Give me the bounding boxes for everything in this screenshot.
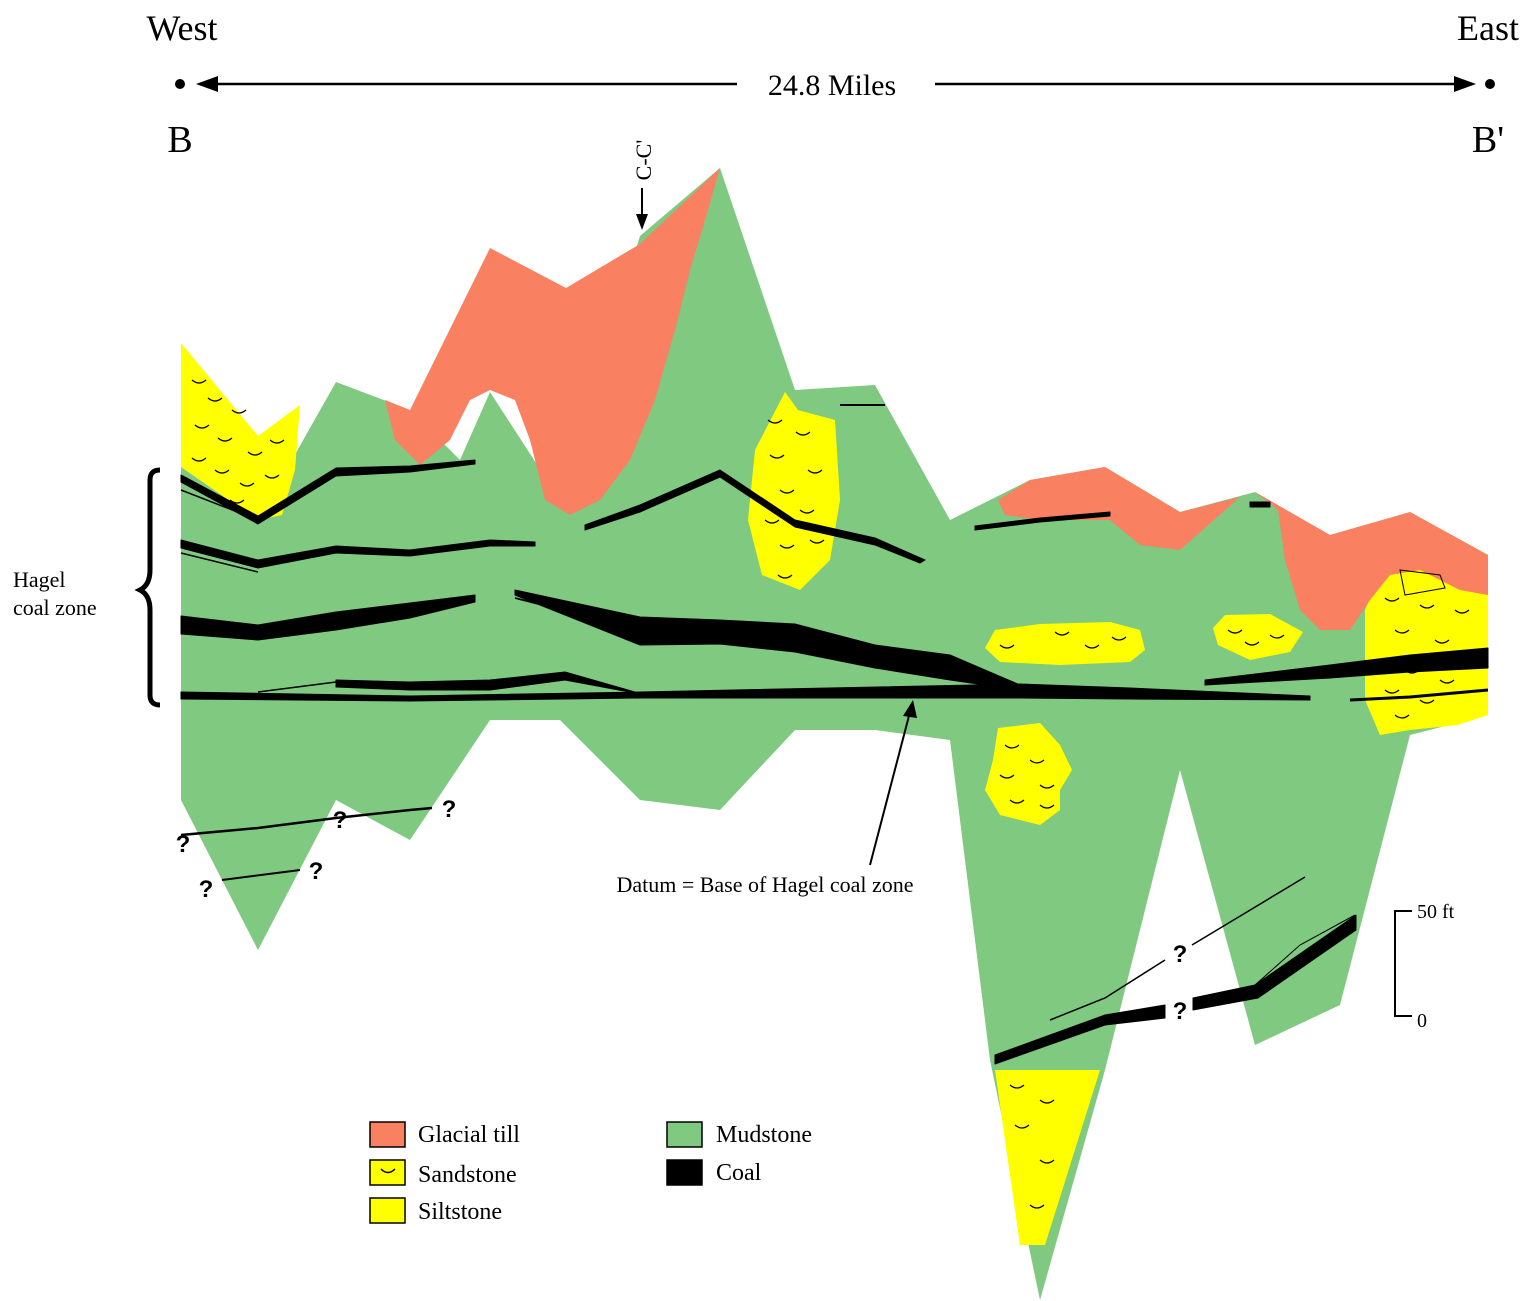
- legend-item-glacial-till: Glacial till: [369, 1121, 520, 1148]
- east-label: East: [1457, 8, 1519, 48]
- vertical-scale-bar: [1394, 910, 1412, 1017]
- legend-item-coal: Coal: [666, 1159, 762, 1186]
- coal-zone-brace: [134, 467, 161, 708]
- glacial-till-center: [385, 168, 720, 515]
- point-b-prime-label: B': [1472, 119, 1504, 161]
- crossline-arrow: [636, 188, 648, 230]
- mudstone-body: [181, 168, 1488, 1300]
- uncertain-contact-marks: ? ? ? ? ? ? ?: [176, 796, 1188, 1025]
- scale-label-top: 50 ft: [1417, 901, 1455, 923]
- glacial-till-east-2: [1255, 492, 1488, 630]
- legend-item-sandstone: Sandstone: [369, 1159, 517, 1188]
- siltstone-lens-east-1: [985, 622, 1145, 665]
- question-mark: ?: [309, 858, 324, 885]
- crossline-label: C-C': [631, 140, 656, 181]
- legend-label: Siltstone: [418, 1199, 502, 1225]
- legend-label: Mudstone: [716, 1122, 812, 1148]
- coal-zone-label-line2: coal zone: [13, 595, 97, 620]
- coal-zone-label-line1: Hagel: [13, 567, 66, 592]
- distance-label: 24.8 Miles: [768, 69, 896, 102]
- question-mark: ?: [442, 796, 457, 823]
- siltstone-swatch: [369, 1197, 406, 1224]
- glacial-till-swatch: [369, 1121, 406, 1148]
- glacial-till-east-1: [998, 467, 1240, 550]
- question-mark: ?: [1173, 998, 1188, 1025]
- point-b-label: B: [167, 119, 192, 161]
- distance-arrow: [175, 76, 1495, 92]
- scale-label-bottom: 0: [1417, 1010, 1427, 1032]
- datum-arrow: [869, 700, 917, 866]
- sandstone-lens-center: [748, 392, 840, 590]
- question-mark: ?: [1173, 941, 1188, 968]
- question-mark: ?: [176, 831, 191, 858]
- question-mark: ?: [333, 807, 348, 834]
- legend: Glacial till Sandstone Siltstone Mudston…: [369, 1121, 812, 1225]
- coal-beds: [180, 404, 1489, 1065]
- legend-label: Coal: [716, 1160, 762, 1186]
- question-mark: ?: [199, 876, 214, 903]
- siltstone-lens-east-2: [1213, 614, 1303, 660]
- legend-item-siltstone: Siltstone: [369, 1197, 502, 1225]
- coal-swatch: [666, 1159, 703, 1186]
- sandstone-lens-lower: [985, 723, 1072, 825]
- legend-item-mudstone: Mudstone: [666, 1121, 812, 1148]
- legend-label: Sandstone: [418, 1162, 517, 1188]
- mudstone-swatch: [666, 1121, 703, 1148]
- sandstone-body-deep: [995, 1070, 1100, 1245]
- legend-label: Glacial till: [418, 1122, 520, 1148]
- west-label: West: [146, 8, 217, 48]
- sandstone-body-west: [181, 343, 300, 520]
- datum-label: Datum = Base of Hagel coal zone: [616, 872, 913, 897]
- sandstone-texture-marks: [191, 379, 1470, 1209]
